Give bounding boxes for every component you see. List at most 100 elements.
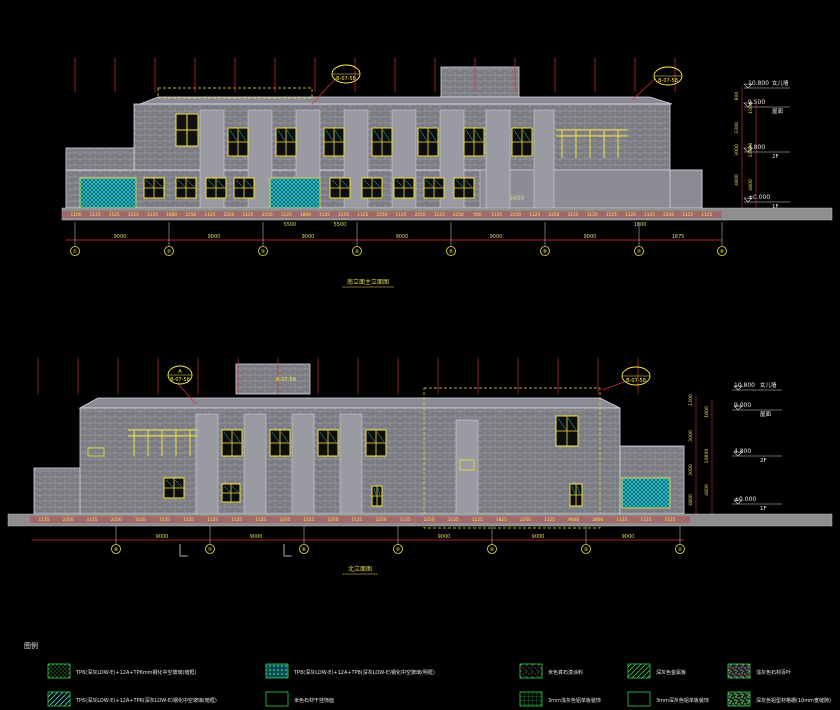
bay-dim-top: 9000 (584, 234, 597, 240)
small-dim-bottom: 2250 (424, 517, 435, 523)
small-dim-top: 1125 (568, 212, 579, 218)
small-dim-top: 1125 (396, 212, 407, 218)
level-value: 4.800 (748, 144, 765, 151)
vertical-dim-bottom: 4800 (688, 494, 694, 506)
glass-curtain-left (79, 177, 137, 209)
small-dim-top: 2250 (338, 212, 349, 218)
level-label: 屋面 (772, 108, 784, 115)
legend-label: 米色真石漆涂料 (548, 669, 583, 676)
small-dim-top: 1125 (281, 212, 292, 218)
grid-bubble (446, 246, 456, 256)
grid-bubble-label: ④ (490, 547, 495, 553)
upper-window-1 (227, 127, 249, 157)
small-dim-top: 1125 (243, 212, 254, 218)
small-dim-top: 500 (473, 212, 481, 218)
right-wing (669, 169, 703, 209)
grid-bubble-label: ④ (355, 249, 360, 255)
small-dim-bottom: 1125 (400, 517, 411, 523)
small-dim-bottom: 1125 (135, 517, 146, 523)
small-dim-bottom: 2250 (63, 517, 74, 523)
mid-dim-top: 1800 (634, 222, 647, 228)
small-dim-top: 1125 (434, 212, 445, 218)
callout-left-bottom-sub: B-07-58 (170, 377, 190, 383)
small-dim-bottom: 1125 (207, 517, 218, 523)
bay-dim-bottom: 9000 (156, 534, 169, 540)
bay-dim-top: 9000 (302, 234, 315, 240)
lower-window-9 (453, 177, 475, 199)
upper-window-6 (463, 127, 485, 157)
legend-swatch (727, 691, 751, 707)
legend: 图例 TP6(深灰LOW-E)+12A+TP6mm钢化中空玻璃(暗框)TP8(深… (24, 641, 831, 707)
lower-window-8 (423, 177, 445, 199)
grid-bubble-label: ⑦ (637, 249, 642, 255)
small-dim-bottom: 1125 (664, 517, 675, 523)
legend-item: 浅灰色石材百叶 (727, 663, 791, 679)
legend-item: TP6(深灰LOW-E)+12A+TP6(深灰LOW-E)钢化中空玻璃(暗框) (47, 691, 217, 707)
small-dim-top: 2250 (376, 212, 387, 218)
lower-windows-top (143, 177, 475, 199)
small-dim-bottom: 1125 (39, 517, 50, 523)
legend-swatch (627, 663, 651, 679)
upper-window-2 (275, 127, 297, 157)
small-dims-bottom: 1125 2250 1125 2250 1125 1125 1125 1125 1125 1125… (39, 517, 676, 523)
grid-ticks-top (74, 58, 676, 92)
small-dim-top: 2250 (548, 212, 559, 218)
small-dim-bottom: 1125 (87, 517, 98, 523)
small-dim-bottom: 1125 (351, 517, 362, 523)
grid-bubble-label: ⑥ (543, 249, 548, 255)
legend-swatch (47, 691, 71, 707)
vertical-dim-bottom: 1800 (704, 406, 710, 418)
small-dim-top: 1125 (682, 212, 693, 218)
legend-swatch (519, 691, 543, 707)
small-dim-bottom: 2250 (279, 517, 290, 523)
grid-bubble (164, 246, 174, 256)
legend-label: 3mm浅灰色铝单板装饰 (548, 697, 601, 704)
bay-dim-top: 9000 (208, 234, 221, 240)
vertical-dim-bottom: 3000 (688, 464, 694, 476)
legend-label: 深灰色金属板 (656, 669, 686, 676)
dim-strip-top (62, 211, 722, 218)
grid-bubble-label: ① (73, 249, 78, 255)
legend-item: 深灰色金属板 (627, 663, 686, 679)
roof-dash-b (423, 387, 601, 529)
lower-window-4 (233, 177, 255, 199)
elevation-top: 1100 1125 1125 1125 1125 1800 2250 1125 2250 1125… (61, 58, 833, 288)
elevation-bottom: 1125 2250 1125 2250 1125 1125 1125 1125 1125 1125… (7, 358, 833, 575)
legend-item: 米色真石漆涂料 (519, 663, 583, 679)
grid-ticks-bottom (37, 358, 639, 394)
callout-right-top-label: B-07-58 (658, 78, 678, 84)
level-label: 2F (772, 154, 779, 160)
legend-item: 深灰色铝型材格栅(10mm宽缝隙) (727, 691, 831, 707)
legend-label: 深灰色铝型材格栅(10mm宽缝隙) (756, 697, 831, 704)
small-dim-top: 2250 (510, 212, 521, 218)
level-label: 1F (760, 506, 767, 512)
mid-dim-top: 5500 (334, 222, 347, 228)
legend-item: 3mm深灰色铝单板装饰 (627, 691, 709, 707)
grid-bubble (540, 246, 550, 256)
upper-window-b-3 (317, 429, 339, 457)
upper-window-b-4 (365, 429, 387, 457)
bay-dim-top: 9000 (114, 234, 127, 240)
small-dim-top: 2250 (415, 212, 426, 218)
small-dim-bottom: 1125 (255, 517, 266, 523)
vertical-dim-bottom: 1200 (688, 394, 694, 406)
small-dim-top: 1100 (71, 212, 82, 218)
small-dim-top: 1125 (491, 212, 502, 218)
small-dim-top: 1125 (644, 212, 655, 218)
grid-bubble-label: ③ (261, 249, 265, 255)
lower-window-b-4 (371, 485, 383, 507)
grid-bubble (487, 544, 497, 554)
glass-curtain-b (621, 477, 671, 509)
legend-swatch (627, 691, 651, 707)
vertical-dim-top: 800 (734, 92, 740, 101)
small-dim-bottom: 1125 (448, 517, 459, 523)
legend-swatch (265, 663, 289, 679)
grid-bubble (393, 544, 403, 554)
